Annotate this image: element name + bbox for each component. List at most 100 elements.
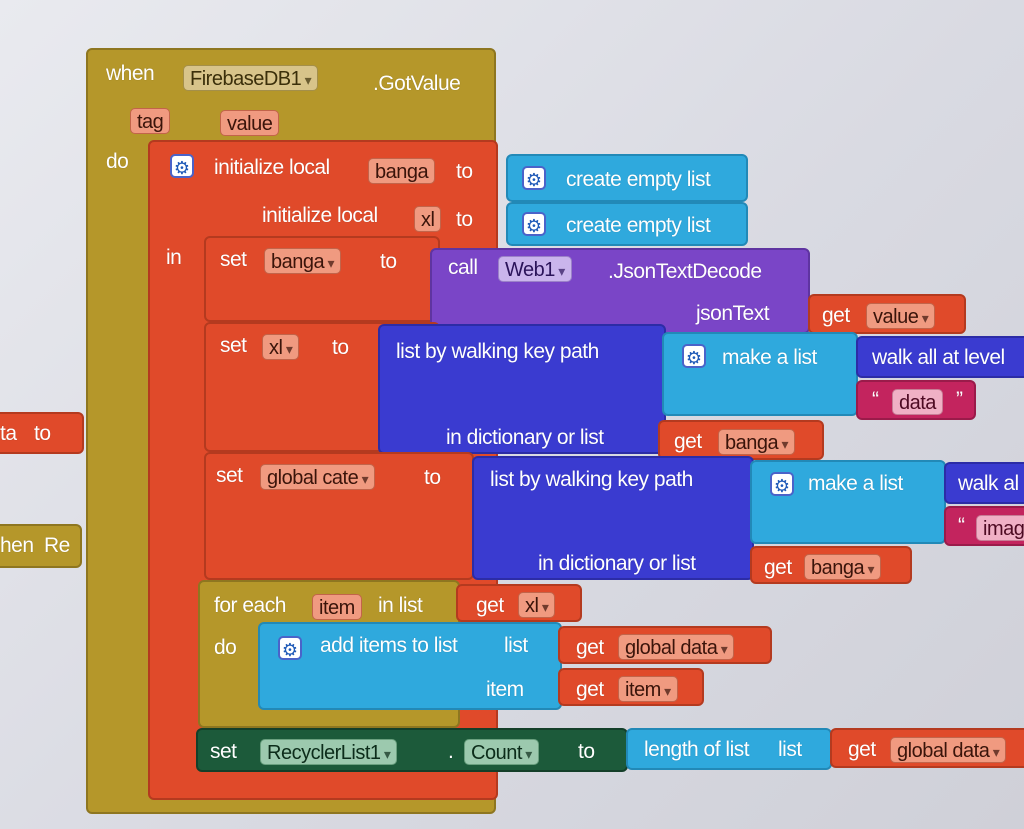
get-keyword: get bbox=[576, 636, 604, 659]
text-imag-value[interactable]: imag bbox=[976, 515, 1024, 541]
init-var-banga[interactable]: banga bbox=[368, 158, 436, 184]
set-banga-dropdown[interactable]: banga bbox=[264, 248, 342, 274]
create-empty-list-block-2[interactable]: ⚙ create empty list bbox=[506, 202, 748, 246]
event-name: .GotValue bbox=[373, 72, 461, 95]
make-a-list-block-1[interactable]: ⚙ make a list bbox=[662, 332, 858, 416]
offscreen-text: ta bbox=[0, 422, 17, 445]
set-keyword: set bbox=[210, 740, 237, 763]
set-keyword: set bbox=[220, 334, 247, 357]
init-label-1: initialize local bbox=[214, 156, 330, 179]
offscreen-event-block[interactable]: hen Re bbox=[0, 524, 82, 568]
get-global-data-dropdown[interactable]: global data bbox=[890, 737, 1007, 763]
for-each-label: for each bbox=[214, 594, 286, 617]
do-keyword: do bbox=[106, 150, 129, 173]
walk-all-at-level-block-2[interactable]: walk al bbox=[944, 462, 1024, 504]
gear-icon[interactable]: ⚙ bbox=[770, 472, 794, 496]
recyclerlist-component-dropdown[interactable]: RecyclerList1 bbox=[260, 739, 398, 765]
get-banga-block-2[interactable]: get banga bbox=[750, 546, 912, 584]
text-imag-block[interactable]: “ imag bbox=[944, 506, 1024, 546]
in-list-label: in list bbox=[378, 594, 423, 617]
jsontext-label: jsonText bbox=[696, 302, 770, 325]
get-banga-block-1[interactable]: get banga bbox=[658, 420, 824, 460]
get-banga-dropdown[interactable]: banga bbox=[718, 429, 796, 455]
walk-all-label: walk all at level bbox=[872, 346, 1005, 369]
offscreen-text-2: hen bbox=[0, 534, 34, 557]
add-items-label: add items to list bbox=[320, 634, 458, 657]
offscreen-text-3: Re bbox=[44, 534, 70, 557]
text-data-block[interactable]: “ data ” bbox=[856, 380, 976, 420]
make-a-list-label: make a list bbox=[722, 346, 817, 369]
walk-key-path-block-2[interactable]: list by walking key path in dictionary o… bbox=[472, 456, 754, 580]
call-keyword: call bbox=[448, 256, 478, 279]
init-label-2: initialize local bbox=[262, 204, 378, 227]
init-to-2: to bbox=[456, 208, 473, 231]
count-property-dropdown[interactable]: Count bbox=[464, 739, 539, 765]
gear-icon[interactable]: ⚙ bbox=[522, 166, 546, 190]
get-xl-dropdown[interactable]: xl bbox=[518, 592, 556, 618]
length-of-list-block[interactable]: length of list list bbox=[626, 728, 832, 770]
event-component-dropdown[interactable]: FirebaseDB1 bbox=[183, 65, 319, 91]
param-value[interactable]: value bbox=[220, 110, 280, 136]
create-empty-list-label: create empty list bbox=[566, 214, 711, 237]
set-to-keyword: to bbox=[424, 466, 441, 489]
get-keyword: get bbox=[764, 556, 792, 579]
get-item-dropdown[interactable]: item bbox=[618, 676, 678, 702]
item-label: item bbox=[486, 678, 524, 701]
list-label: list bbox=[778, 738, 802, 761]
set-global-cate-dropdown[interactable]: global cate bbox=[260, 464, 376, 490]
set-to-keyword: to bbox=[380, 250, 397, 273]
quote-open: “ bbox=[958, 514, 965, 537]
in-keyword: in bbox=[166, 246, 182, 269]
walk-all-label: walk al bbox=[958, 472, 1019, 495]
set-keyword: set bbox=[216, 464, 243, 487]
get-global-data-block-1[interactable]: get global data bbox=[558, 626, 772, 664]
for-each-item-var[interactable]: item bbox=[312, 594, 362, 620]
set-global-cate-block[interactable]: set global cate to bbox=[204, 452, 474, 580]
get-keyword: get bbox=[576, 678, 604, 701]
get-keyword: get bbox=[822, 304, 850, 327]
text-data-value[interactable]: data bbox=[892, 389, 943, 415]
set-xl-dropdown[interactable]: xl bbox=[262, 334, 300, 360]
set-keyword: set bbox=[220, 248, 247, 271]
gear-icon[interactable]: ⚙ bbox=[278, 636, 302, 660]
walk-all-at-level-block-1[interactable]: walk all at level bbox=[856, 336, 1024, 378]
list-label: list bbox=[504, 634, 528, 657]
when-keyword: when bbox=[106, 62, 155, 85]
init-to-1: to bbox=[456, 160, 473, 183]
in-dictionary-label: in dictionary or list bbox=[446, 426, 604, 449]
dot-separator: . bbox=[448, 740, 454, 763]
param-tag[interactable]: tag bbox=[130, 108, 171, 134]
set-to-keyword: to bbox=[332, 336, 349, 359]
get-value-dropdown[interactable]: value bbox=[866, 303, 936, 329]
call-web1-jsontextdecode-block[interactable]: call Web1 .JsonTextDecode jsonText bbox=[430, 248, 810, 334]
get-xl-block[interactable]: get xl bbox=[456, 584, 582, 622]
create-empty-list-block-1[interactable]: ⚙ create empty list bbox=[506, 154, 748, 202]
create-empty-list-label: create empty list bbox=[566, 168, 711, 191]
get-item-block[interactable]: get item bbox=[558, 668, 704, 706]
make-a-list-label: make a list bbox=[808, 472, 903, 495]
quote-open: “ bbox=[872, 388, 879, 411]
get-keyword: get bbox=[848, 738, 876, 761]
init-var-xl[interactable]: xl bbox=[414, 206, 442, 232]
get-banga-dropdown[interactable]: banga bbox=[804, 554, 882, 580]
set-recyclerlist-count-block[interactable]: set RecyclerList1 . Count to bbox=[196, 728, 628, 772]
offscreen-to: to bbox=[34, 422, 51, 445]
set-banga-block[interactable]: set banga to bbox=[204, 236, 440, 322]
get-global-data-block-2[interactable]: get global data bbox=[830, 728, 1024, 768]
gear-icon[interactable]: ⚙ bbox=[170, 154, 194, 178]
get-value-block[interactable]: get value bbox=[808, 294, 966, 334]
set-to-keyword: to bbox=[578, 740, 595, 763]
gear-icon[interactable]: ⚙ bbox=[682, 344, 706, 368]
web1-component-dropdown[interactable]: Web1 bbox=[498, 256, 572, 282]
method-name: .JsonTextDecode bbox=[608, 260, 762, 283]
quote-close: ” bbox=[956, 388, 963, 411]
offscreen-block[interactable]: ta to bbox=[0, 412, 84, 454]
gear-icon[interactable]: ⚙ bbox=[522, 212, 546, 236]
get-global-data-dropdown[interactable]: global data bbox=[618, 634, 735, 660]
for-each-do: do bbox=[214, 636, 237, 659]
add-items-to-list-block[interactable]: ⚙ add items to list list item bbox=[258, 622, 562, 710]
make-a-list-block-2[interactable]: ⚙ make a list bbox=[750, 460, 946, 544]
walk-key-path-label: list by walking key path bbox=[490, 468, 693, 491]
walk-key-path-block-1[interactable]: list by walking key path in dictionary o… bbox=[378, 324, 666, 454]
get-keyword: get bbox=[674, 430, 702, 453]
